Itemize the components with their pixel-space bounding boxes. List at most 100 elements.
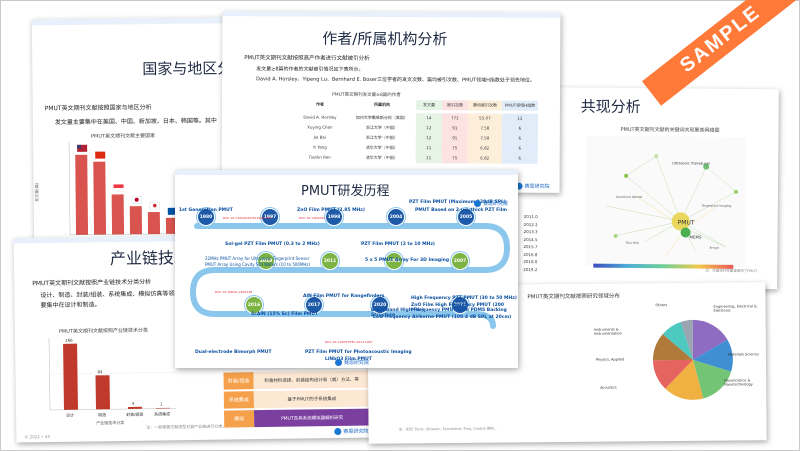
bar-korea (147, 211, 161, 235)
year-node: 2007 (451, 252, 469, 270)
slide-industry-chain: 产业链技术 PMUT英文期刊文献按照产业链技术分类分析 设计、制造、封装/组装、… (13, 233, 377, 443)
milestone-label: PMUT Array Using Cavity SOI Wafers (10 t… (205, 262, 311, 267)
legend-year: 2011.0 (523, 214, 538, 220)
company-logo: 赛恩研究院 (473, 200, 508, 208)
table-header-row: 作者 所属机构 发文量 被引次数 篇均被引次数 PMUT领域H指数 (292, 99, 539, 111)
milestone-label: Low-frequency Airborne PMUT (108.4 dB SP… (373, 315, 512, 320)
flag-china-icon (95, 151, 106, 159)
doi-text: DOI: 10.1109/TUFFC.2011.1957 (325, 340, 373, 344)
node-label: PMUT (678, 219, 695, 226)
bar-china (93, 161, 107, 235)
cooccurrence-network: PMUT MEMS Ultrasonic Transducer Aluminum… (585, 135, 747, 267)
table-cell: David A. Horsley (291, 112, 348, 123)
table-title: PMUT英文期刊发文量≥8篇的作者 (332, 92, 401, 99)
milestone-label: Dual-electrode Bimorph PMUT (195, 350, 272, 355)
milestone-label: 1st Generation PMUT (179, 208, 233, 213)
bar-usa (75, 154, 89, 235)
table-header: 篇均被引次数 (467, 100, 503, 111)
table-cell: 91 (441, 133, 468, 144)
milestone-label: LiNbO3 Film PMUT (325, 357, 372, 362)
chart-title: PMUT英文期刊文献按照研究领域分布 (527, 293, 620, 301)
bullet: PMUT英文期刊文献按照国家与地区分析 (44, 104, 152, 113)
x-axis-label: 产业链技术分类 (96, 419, 124, 425)
milestone-label: High Frequency PZT PMUT (30 to 50 MHz) (411, 296, 517, 301)
company-logo: 赛恩研究院 (335, 359, 369, 366)
pie-chart (652, 319, 733, 400)
bullet: 设计、制造、封装/组装、系统集成、模拟仿真等领域主要集中在设计和制造。 (40, 290, 187, 310)
slide-title: 共现分析 (580, 97, 641, 117)
legend-year: 2018.0 (523, 259, 538, 265)
year-node: 2011 (321, 252, 339, 270)
slide-header-bar (222, 11, 561, 18)
table-cell-desc: 基于PMUT的子系统集成 (253, 389, 370, 409)
table-cell: 14 (415, 113, 442, 124)
bullet: David A. Horsley、Yipeng Lu、Bernhard E. B… (256, 76, 535, 84)
table-header: 作者 (315, 101, 325, 107)
table-cell: 加州大学戴维斯分校（美国） (347, 112, 416, 124)
table-cell: 7.58 (467, 133, 502, 144)
milestone-label: PZT Film PMUT for Photoacoustic Imaging (305, 350, 412, 355)
table-cell: 55.07 (467, 113, 502, 124)
milestone-label: ScAlN (15% Sc) Film PMUT (251, 312, 319, 317)
milestone-label: 22MHz PMUT Array for Ultrasonic Fingerpr… (205, 256, 310, 261)
table-cell: 6.82 (467, 153, 502, 164)
table-header: 被引次数 (441, 100, 469, 111)
doi-text: DOI: 10.1063/1.2001738 (215, 290, 253, 294)
table-cell: 6 (501, 153, 538, 164)
milestone-label: 5 x 5 PMUT Array For 3D Imaging (365, 258, 450, 263)
table-cell-category: 封装/组装 (223, 372, 254, 390)
bar-singapore (111, 194, 125, 235)
bar-label: 系统集成 (154, 410, 170, 416)
table-cell: 75 (441, 153, 468, 164)
bar-label: 设计 (66, 412, 74, 418)
milestone-label: AlN Film PMUT for Rangefinders (303, 294, 385, 299)
table-cell: 6.82 (467, 143, 502, 154)
year-node: 1980 (197, 208, 215, 226)
node-label: Ultrasonic Transducer (672, 161, 710, 165)
chart-caption: PMUT英文期刊文献的关键词共现聚类网络图 (620, 126, 720, 134)
development-timeline (189, 223, 511, 329)
pie-label: Acoustics (600, 385, 617, 390)
milestone-label: PZT Film PMUT (2 to 10 MHz) (361, 242, 435, 247)
slide-cooccurrence: 共现分析 PMUT英文期刊文献的关键词共现聚类网络图 PMUT MEMS Ult… (489, 86, 779, 290)
bar-packaging (127, 406, 142, 409)
legend-year: 2014.5 (523, 236, 538, 242)
table-header: 发文量 (415, 100, 443, 111)
table-cell-category: 模拟 (224, 410, 255, 428)
table-cell-category: 系统集成 (223, 391, 254, 409)
slide-note: 注：IEEE Trans. Ultrason. Ferroelectr. Fre… (398, 426, 498, 432)
slide-note: 注：一般根据文献类型对其产业链进行分类。 (146, 423, 227, 430)
year-node: 1997 (261, 208, 279, 226)
slide-title: PMUT研发历程 (301, 184, 390, 199)
node-label: Aluminum Nitride (616, 195, 642, 199)
industry-bar-chart: 166 84 4 1 设计 制造 封装/组装 系统集成 产业链技术分类 (48, 338, 176, 425)
node-label: Fingerprint Imaging (702, 204, 732, 208)
slide-author-analysis: 作者/所属机构分析 PMUT英文期刊文献按照高产作者进行文献被引分析 发文量≥8… (221, 11, 561, 193)
table-cell: 11 (415, 143, 442, 154)
slide-research-field-pie: PMUT英文期刊文献按照研究领域分布 Engineering, Electric… (367, 282, 767, 444)
table-cell: 浙江大学（中国） (347, 122, 416, 134)
table-cell-desc: 封装材料选择、封装结构设计和（或）方法、等 (253, 370, 370, 390)
milestone-label: ZnO Film High Frequency PMUT (200 MHz) (411, 303, 504, 313)
bar-value: 1 (160, 401, 163, 406)
table-cell: 12 (415, 133, 442, 144)
author-table: 作者 所属机构 发文量 被引次数 篇均被引次数 PMUT领域H指数 (292, 99, 539, 111)
table-cell: 11 (415, 153, 442, 164)
milestone-label: PMUT Based on 2-μm-thick PZT Film (415, 208, 507, 213)
table-header: PMUT领域H指数 (501, 100, 539, 111)
milestone-label: PZT Film PMUT (Maximum 120dB SPL) (409, 200, 506, 205)
node-label: Arrays (709, 246, 719, 250)
node-label: MEMS (690, 234, 702, 239)
table-cell: 12 (415, 123, 442, 134)
year-node: 2020 (371, 296, 389, 314)
bullet: PMUT英文期刊文献按照高产作者进行文献被引分析 (244, 55, 370, 62)
bar-integration (155, 407, 170, 409)
node-mems (680, 227, 691, 238)
year-node: 2016 (245, 296, 263, 314)
milestone-label: Sol-gel PZT Film PMUT (0.3 to 2 MHz) (225, 242, 320, 247)
legend-year: 2013.3 (523, 229, 538, 235)
bar-label: 封装/组装 (126, 411, 143, 417)
